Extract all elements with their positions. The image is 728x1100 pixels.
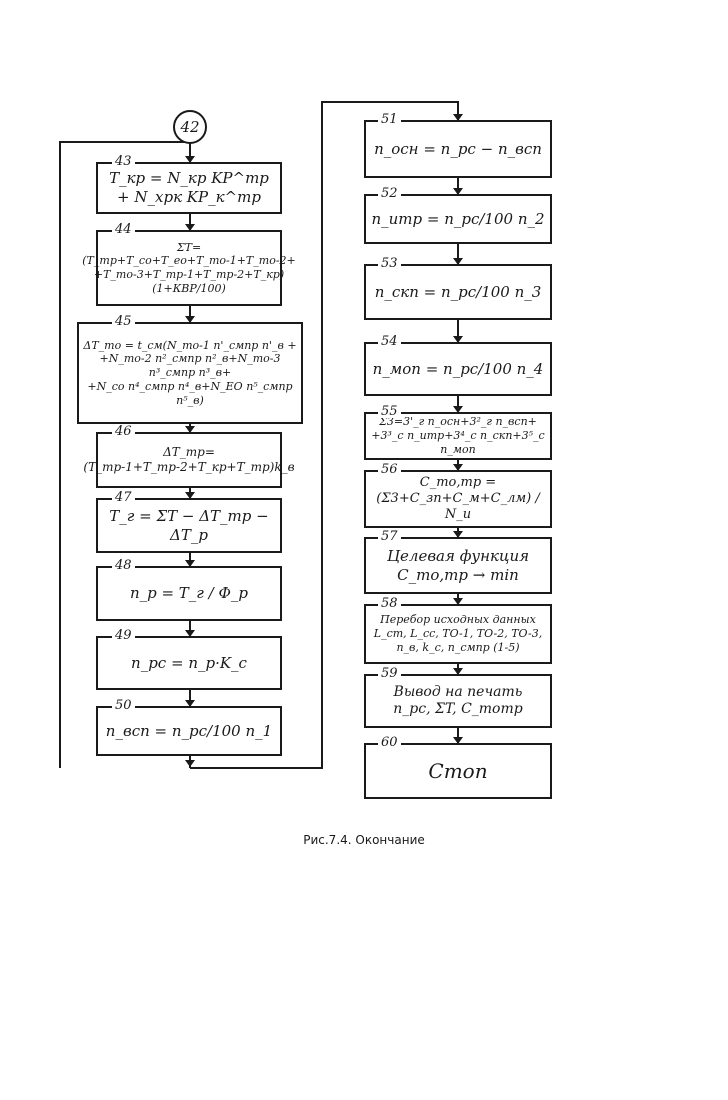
- arrowhead: [185, 560, 195, 567]
- arrowhead: [185, 700, 195, 707]
- arrowhead: [185, 630, 195, 637]
- arrowhead: [453, 668, 463, 675]
- block-43-formula: T_кр = N_кр KP^тр + N_хрк KP_к^тр: [109, 169, 269, 206]
- block-45-formula: ΔT_то = t_см(N_то-1 n'_смпр n'_в + +N_то…: [83, 338, 297, 407]
- block-60-formula: Стоп: [428, 758, 488, 783]
- block-48: n_р = T_г / Ф_р: [96, 566, 282, 621]
- block-46: ΔT_тр=(T_тр-1+T_тр-2+T_кр+T_тр)k_в: [83, 432, 295, 488]
- block-44-formula: ΣT=(T_тр+T_со+T_ео+T_то-1+T_то-2+ +T_то-…: [82, 240, 296, 295]
- block-59-formula: Вывод на печать n_рс, ΣT, C_тотр: [393, 683, 523, 718]
- block-43-number: 43: [112, 155, 135, 168]
- block-50-number: 50: [112, 699, 135, 712]
- block-60-stop: Стоп: [364, 743, 552, 799]
- connector-label: 42: [180, 118, 200, 136]
- block-58-formula: Перебор исходных данных L_ст, L_сс, TO-1…: [373, 613, 543, 654]
- block-47-formula: T_г = ΣT − ΔT_тр − ΔT_р: [109, 506, 269, 544]
- block-52-formula: n_итр = n_рс/100 n_2: [371, 209, 545, 228]
- block-52-number: 52: [378, 187, 401, 200]
- block-44: ΣT=(T_тр+T_со+T_ео+T_то-1+T_то-2+ +T_то-…: [82, 230, 296, 306]
- block-59-number: 59: [378, 667, 401, 680]
- block-58: Перебор исходных данных L_ст, L_сс, TO-1…: [364, 604, 552, 664]
- block-58-number: 58: [378, 597, 401, 610]
- arrowhead: [185, 426, 195, 433]
- block-50-formula: n_всп = n_рс/100 n_1: [105, 721, 273, 740]
- block-57-formula: Целевая функция C_то,тр → min: [386, 546, 530, 584]
- block-48-formula: n_р = T_г / Ф_р: [129, 584, 249, 603]
- block-53-formula: n_скп = n_рс/100 n_3: [374, 282, 542, 301]
- block-45: ΔT_то = t_см(N_то-1 n'_смпр n'_в + +N_то…: [77, 322, 303, 424]
- arrowhead: [453, 464, 463, 471]
- arrowhead: [453, 188, 463, 195]
- loop-back-line: [59, 141, 190, 768]
- block-49-formula: n_рс = n_р·K_с: [131, 653, 247, 672]
- arrowhead: [185, 224, 195, 231]
- block-53: n_скп = n_рс/100 n_3: [364, 264, 552, 320]
- arrowhead: [185, 760, 195, 767]
- block-44-number: 44: [112, 223, 135, 236]
- block-51: n_осн = n_рс − n_всп: [364, 120, 552, 178]
- block-48-number: 48: [112, 559, 135, 572]
- block-56-formula: C_то,тр = (Σ3+C_зп+C_м+C_лм) / N_и: [376, 474, 540, 523]
- block-52: n_итр = n_рс/100 n_2: [364, 194, 552, 244]
- block-54-formula: n_моп = n_рс/100 n_4: [372, 359, 544, 378]
- block-46-number: 46: [112, 425, 135, 438]
- block-45-number: 45: [112, 315, 135, 328]
- block-49: n_рс = n_р·K_с: [96, 636, 282, 690]
- arrowhead: [453, 531, 463, 538]
- block-59: Вывод на печать n_рс, ΣT, C_тотр: [364, 674, 552, 728]
- arrowhead: [453, 114, 463, 121]
- block-46-formula: ΔT_тр=(T_тр-1+T_тр-2+T_кр+T_тр)k_в: [83, 445, 295, 474]
- block-53-number: 53: [378, 257, 401, 270]
- block-55-number: 55: [378, 405, 401, 418]
- arrowhead: [453, 598, 463, 605]
- arrowhead: [453, 336, 463, 343]
- block-57-number: 57: [378, 530, 401, 543]
- arrowhead: [185, 316, 195, 323]
- block-55-formula: Σ3=3'_г n_осн+3²_г n_всп+ +3³_с n_итр+3⁴…: [371, 415, 545, 456]
- block-60-number: 60: [378, 736, 401, 749]
- connector-42: 42: [173, 110, 207, 144]
- block-47: T_г = ΣT − ΔT_тр − ΔT_р: [96, 498, 282, 553]
- block-56-number: 56: [378, 463, 401, 476]
- block-54: n_моп = n_рс/100 n_4: [364, 342, 552, 396]
- block-54-number: 54: [378, 335, 401, 348]
- arrowhead: [453, 737, 463, 744]
- arrowhead: [453, 258, 463, 265]
- block-43: T_кр = N_кр KP^тр + N_хрк KP_к^тр: [96, 162, 282, 214]
- block-51-formula: n_осн = n_рс − n_всп: [374, 139, 542, 158]
- arrowhead: [185, 156, 195, 163]
- block-50: n_всп = n_рс/100 n_1: [96, 706, 282, 756]
- block-51-number: 51: [378, 113, 401, 126]
- arrowhead: [453, 406, 463, 413]
- block-47-number: 47: [112, 491, 135, 504]
- cross-over-line: [190, 101, 459, 769]
- block-57: Целевая функция C_то,тр → min: [364, 537, 552, 594]
- arrowhead: [185, 492, 195, 499]
- block-49-number: 49: [112, 629, 135, 642]
- block-55: Σ3=3'_г n_осн+3²_г n_всп+ +3³_с n_итр+3⁴…: [364, 412, 552, 460]
- figure-caption: Рис.7.4. Окончание: [303, 833, 425, 847]
- block-56: C_то,тр = (Σ3+C_зп+C_м+C_лм) / N_и: [364, 470, 552, 528]
